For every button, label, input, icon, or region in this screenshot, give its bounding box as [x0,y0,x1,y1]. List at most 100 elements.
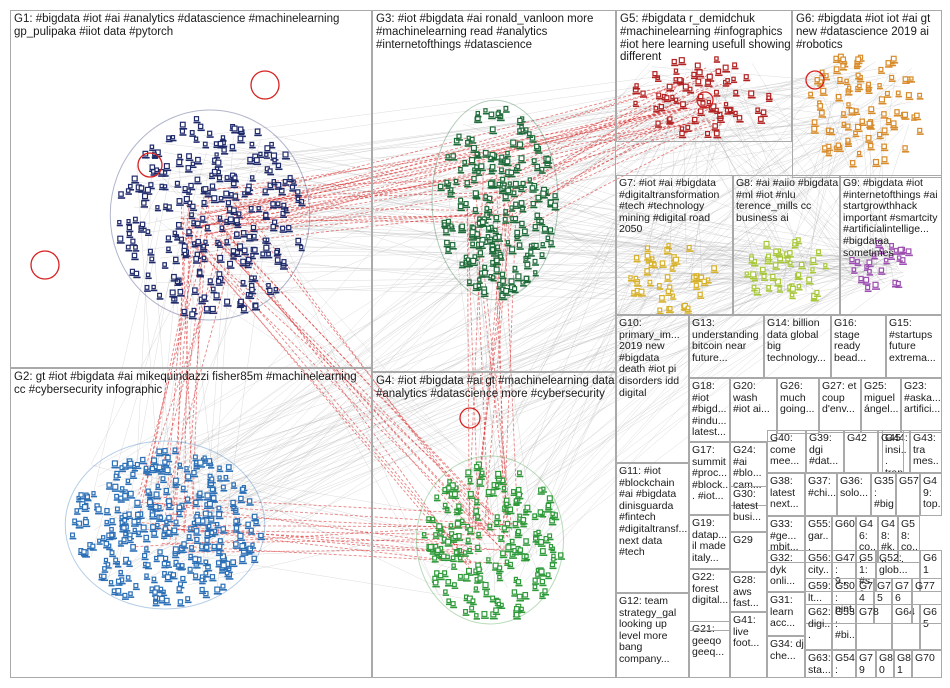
node [464,180,470,186]
group-label: G53: #bi... [835,606,855,650]
edge [223,200,772,286]
node-underline [498,163,505,165]
node [113,557,119,563]
node [539,166,545,172]
node-underline [476,288,483,290]
node-underline [153,560,160,563]
node [262,237,267,242]
node-underline [511,195,518,198]
node-underline [71,523,79,526]
node [238,495,244,502]
node [215,159,222,166]
edge [233,178,510,204]
node [240,486,246,492]
node-underline [113,499,121,501]
node [180,485,186,491]
node-underline [482,199,490,201]
edge [516,78,674,493]
node-underline [113,478,120,481]
node-underline [490,255,498,257]
node [246,498,253,504]
node-underline [502,222,510,224]
node [493,227,498,233]
node-underline [273,291,280,294]
node [172,477,179,484]
edge [697,97,830,115]
node-underline [226,211,234,214]
edge [480,293,675,508]
edge [682,82,687,265]
group-label: G81 [897,652,912,676]
node-underline [473,197,481,200]
node-underline [161,465,169,467]
node-underline [209,535,216,538]
node-underline [123,530,131,532]
node-underline [204,229,212,232]
node-underline [246,504,254,506]
edge [651,66,902,87]
node-underline [173,524,180,527]
node [501,185,506,190]
node-underline [209,189,217,191]
edge [682,100,777,285]
edge [220,240,482,541]
node [131,252,138,259]
edge [447,190,496,536]
node-underline [472,289,481,292]
group-label: G18: #iot #bigd... #indu... latest... [692,380,727,439]
node-underline [267,173,275,176]
edge [222,265,482,478]
node-underline [263,157,270,159]
node [237,126,244,133]
node [203,305,210,312]
node-underline [82,525,91,528]
edge [166,232,532,495]
node-underline [121,499,130,501]
edge [802,106,850,273]
node-underline [194,524,203,526]
node-underline [206,507,215,509]
node [518,155,525,162]
node-underline [129,477,137,479]
node [172,546,179,553]
node [111,460,118,467]
node-underline [140,206,148,208]
group-cell-g33: G33: #ge... mbit... [767,516,805,563]
node-underline [268,146,276,149]
node [191,469,197,476]
node-underline [145,567,153,570]
node [143,534,150,541]
group-cell-g30: G30: latest busi... [730,486,767,532]
node [163,487,169,494]
node-underline [145,277,152,280]
node-underline [179,508,186,510]
edge [157,247,264,485]
edge [526,262,662,566]
node-underline [175,165,184,168]
node [192,454,198,460]
edge [689,63,734,271]
node-underline [114,511,122,514]
node-underline [190,224,197,227]
group-label: G9: #bigdata #iot #internetofthings #ai … [843,177,938,259]
node-underline [191,245,198,248]
edge [189,237,470,569]
node-underline [170,301,177,304]
edge [778,250,888,271]
node-underline [208,467,215,469]
node [177,599,184,605]
edge [136,521,478,555]
node [249,275,255,281]
node [104,507,110,514]
node-underline [488,278,495,281]
node-underline [253,163,262,166]
node-underline [199,221,207,223]
edge [647,143,840,302]
node [202,510,209,517]
node-underline [154,209,161,212]
group-label: G26: much going... [780,380,815,416]
edge [710,92,886,285]
node-underline [248,292,257,295]
node [274,257,281,263]
node-underline [165,251,173,254]
